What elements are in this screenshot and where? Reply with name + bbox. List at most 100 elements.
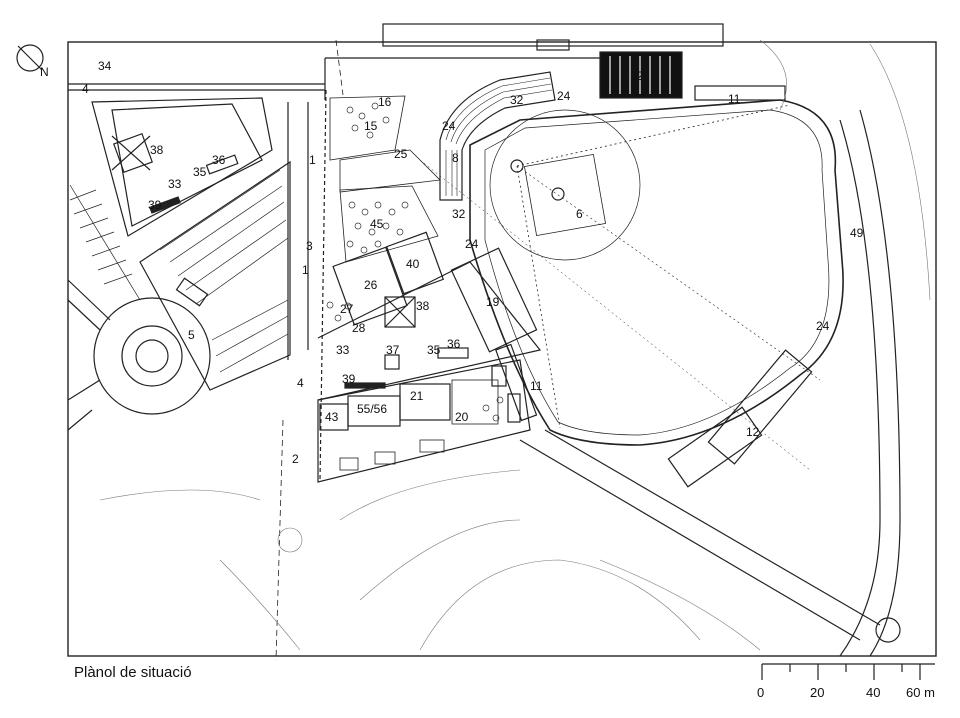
label-3: 3 [306,239,313,253]
area-40 [385,231,445,295]
lower-block [317,359,531,483]
zone-45 [339,185,439,263]
label-27: 27 [340,302,354,316]
label-25: 25 [394,147,408,161]
roundabout-center [135,339,169,373]
bench-39-top [149,196,181,214]
building-11-top [694,85,786,101]
scale-label-40: 40 [866,685,880,700]
label-38: 38 [416,299,430,313]
hatch [111,135,151,171]
label-16: 16 [378,95,392,109]
kiosk-36-top [205,154,239,175]
label-43: 43 [325,410,339,424]
side-stand [450,247,538,353]
building-11-mid [495,343,538,422]
foul-line [516,165,561,429]
label-35: 35 [427,343,441,357]
building-38-top [113,133,153,173]
access-road [519,429,881,641]
label-55-56: 55/56 [357,402,387,416]
left-building [111,103,263,227]
label-33: 33 [168,177,182,191]
left-block-outline [91,97,273,237]
label-33: 33 [336,343,350,357]
label-32: 32 [452,207,466,221]
booth [175,277,209,307]
label-20: 20 [455,410,469,424]
label-45: 45 [370,217,384,231]
scale-ticks [761,664,921,680]
bench-39-bottom [344,382,386,389]
building-21 [399,383,451,421]
label-34: 34 [98,59,112,73]
small-structure [507,393,521,423]
scale-label-60m: 60 m [906,685,935,700]
label-49: 49 [850,226,864,240]
label-32: 32 [630,69,644,83]
label-28: 28 [352,321,366,335]
home-plate-circle [510,159,524,173]
scoreboard-stand [599,51,683,99]
kiosk-37 [384,354,400,370]
label-8: 8 [452,151,459,165]
label-36: 36 [447,337,461,351]
terrain-contours [99,39,931,651]
north-arrow [16,44,44,72]
hatch [384,296,416,328]
foul-line [516,104,791,167]
zone-16 [329,95,406,161]
dashed-path [335,39,344,96]
area-26 [332,246,408,326]
field-outline [469,99,844,446]
plan-caption: Plànol de situació [74,664,192,681]
pitchers-mound [551,187,565,201]
top-building [382,23,724,47]
label-40: 40 [406,257,420,271]
label-5: 5 [188,328,195,342]
building-12-upper [707,349,813,465]
label-24: 24 [816,319,830,333]
label-11: 11 [728,92,741,106]
stalls-row [339,439,445,471]
field-inner-line [484,109,830,436]
north-label: N [40,65,49,79]
label-4: 4 [297,376,304,390]
road-edge [324,57,600,100]
roundabout-outer [93,297,211,415]
east-roundabout [875,617,901,643]
grandstand-seating [445,77,553,196]
east-road [839,119,881,657]
label-2: 2 [292,452,299,466]
road-edge [69,184,141,301]
infield-arc [489,109,641,261]
label-24: 24 [442,119,456,133]
label-11: 11 [530,379,543,393]
parking-lot [139,160,291,391]
label-21: 21 [410,389,424,403]
label-35: 35 [193,165,207,179]
label-15: 15 [364,119,378,133]
roundabout-inner [121,325,183,387]
sight-line [419,159,811,471]
building-12-lower [667,406,763,488]
scale-label-20: 20 [810,685,824,700]
label-4: 4 [82,82,89,96]
label-36: 36 [212,153,226,167]
grandstand-arc [439,71,556,201]
infield-diamond [523,153,607,237]
plan-labels: 34 4 38 36 35 33 39 5 16 15 25 1 3 1 45 … [82,59,864,466]
label-24: 24 [465,237,479,251]
gate-structure [536,39,570,51]
label-39: 39 [342,372,356,386]
label-1: 1 [309,153,316,167]
dashed-boundary [319,89,327,481]
scale-label-0: 0 [757,685,764,700]
label-24: 24 [557,89,571,103]
north-arrow-line [17,45,43,71]
tree-symbols [326,102,504,422]
label-19: 19 [486,295,500,309]
central-boundary [317,261,542,401]
small-structure [491,365,507,387]
parking-stalls [159,169,289,373]
